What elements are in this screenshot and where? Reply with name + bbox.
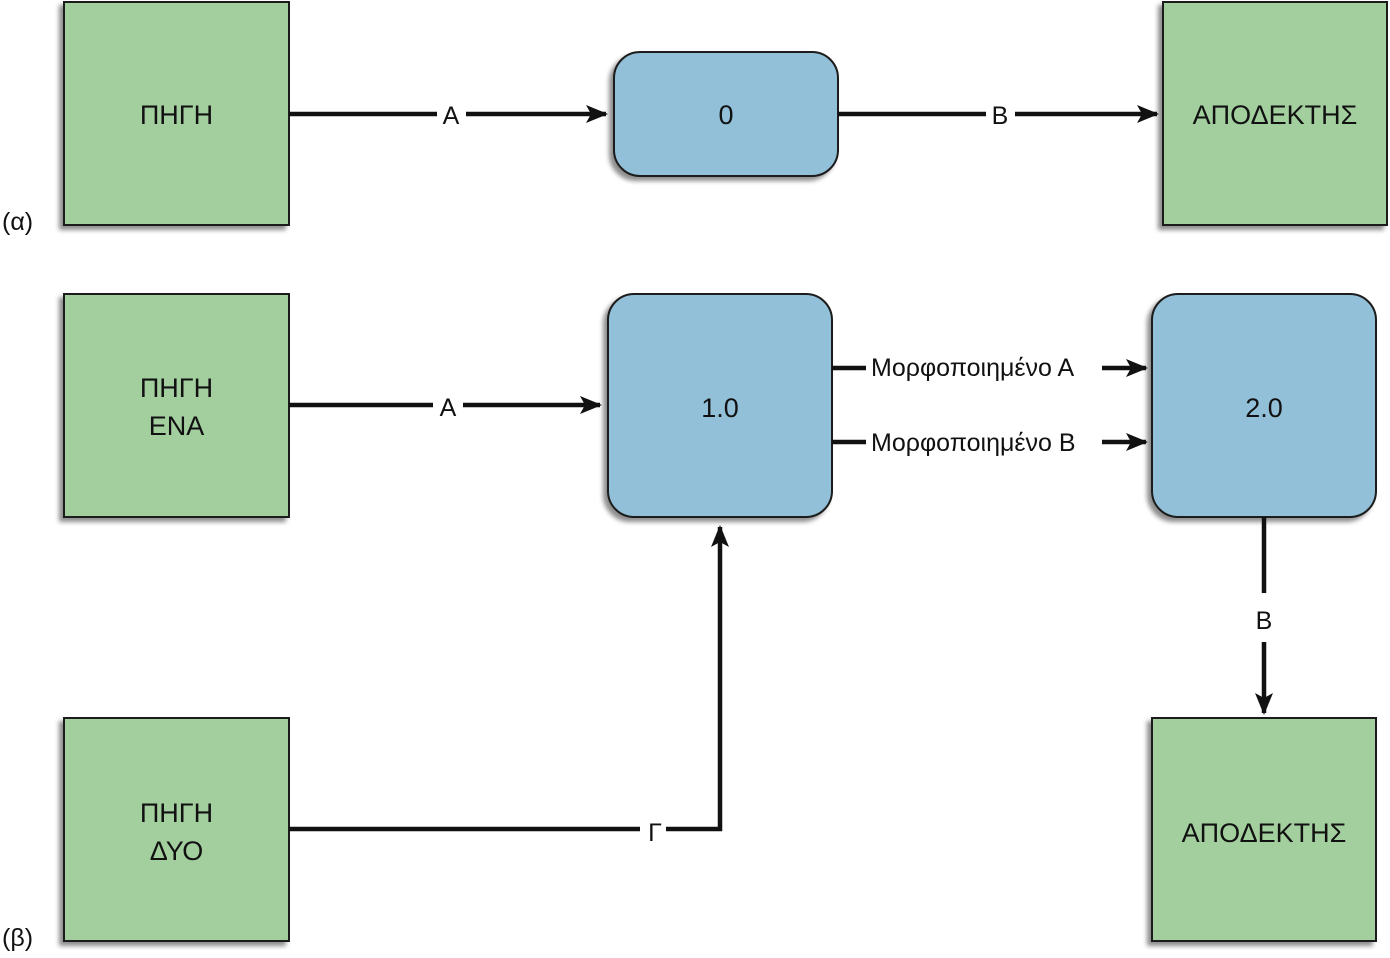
flow-transformed-b-label: Μορφοποιημένο Β [871,429,1076,457]
process-1-box [607,293,833,518]
panel-a: ΠΗΓΗ 0 ΑΠΟΔΕΚΤΗΣ Α Β (α) [2,1,1388,236]
flow-c: Γ [289,525,729,847]
entity-source-two-line1: ΠΗΓΗ [140,798,213,828]
entity-sink: ΑΠΟΔΕΚΤΗΣ [1162,1,1388,226]
entity-sink-b: ΑΠΟΔΕΚΤΗΣ [1151,717,1377,942]
entity-source: ΠΗΓΗ [63,1,290,226]
entity-source-one-line1: ΠΗΓΗ [140,373,213,403]
flow-transformed-a-label: Μορφοποιημένο Α [871,354,1074,382]
entity-source-one-line2: ΕΝΑ [149,411,205,441]
flow-a: Α [289,102,608,130]
flow-c-label: Γ [648,819,662,847]
flow-transformed-b: Μορφοποιημένο Β [832,429,1148,457]
process-1-label: 1.0 [701,393,739,423]
flow-b-out-label: Β [1256,607,1273,635]
panel-b-label: (β) [2,924,33,952]
flow-b-out: Β [1255,517,1273,715]
entity-source-two-line2: ΔΥΟ [150,836,204,866]
process-2-label: 2.0 [1245,393,1283,423]
process-0: 0 [613,51,839,177]
flow-c-arrow [666,525,729,832]
entity-source-box [63,1,290,226]
entity-source-one-box [63,293,290,518]
flow-b: Β [838,102,1159,130]
process-1: 1.0 [607,293,833,518]
entity-source-two-box [63,717,290,942]
flow-b-a: Α [289,394,602,422]
entity-source-label: ΠΗΓΗ [140,100,213,130]
flow-transformed-a: Μορφοποιημένο Α [832,354,1148,382]
panel-a-label: (α) [2,208,33,236]
entity-source-two: ΠΗΓΗ ΔΥΟ [63,717,290,942]
process-2: 2.0 [1151,293,1377,518]
panel-b: ΠΗΓΗ ΕΝΑ ΠΗΓΗ ΔΥΟ 1.0 2.0 ΑΠΟΔΕΚΤΗΣ [2,293,1377,952]
flow-b-label: Β [992,102,1009,130]
entity-sink-b-box [1151,717,1377,942]
entity-sink-label: ΑΠΟΔΕΚΤΗΣ [1193,100,1358,130]
entity-sink-b-label: ΑΠΟΔΕΚΤΗΣ [1182,818,1347,848]
entity-source-one: ΠΗΓΗ ΕΝΑ [63,293,290,518]
entity-sink-box [1162,1,1388,226]
process-0-label: 0 [718,100,733,130]
flow-b-a-label: Α [440,394,457,422]
flow-a-label: Α [443,102,460,130]
